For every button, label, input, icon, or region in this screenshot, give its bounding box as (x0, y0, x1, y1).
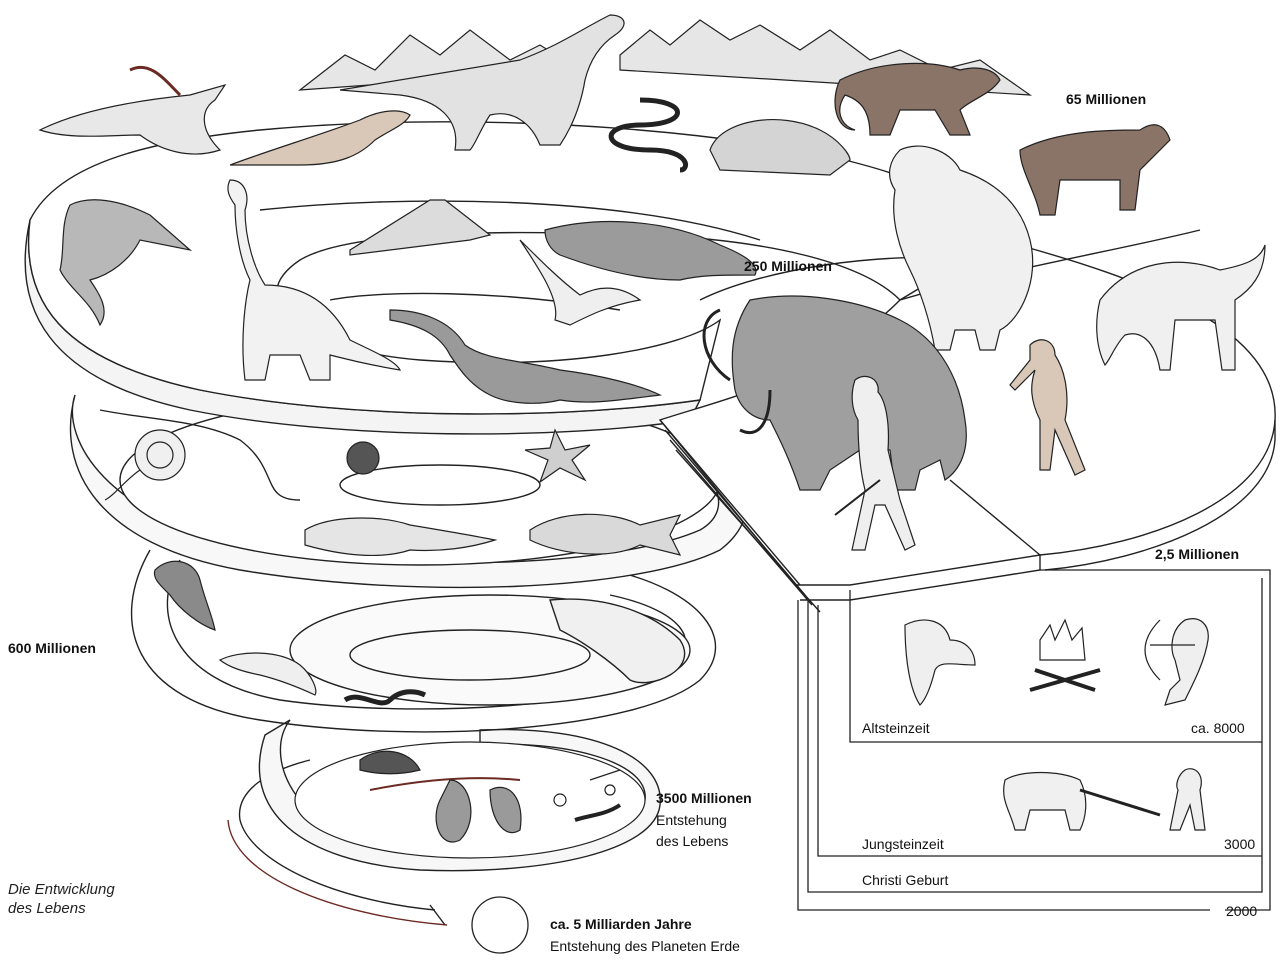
trilobite-icon (154, 561, 215, 630)
tortoise-icon (710, 120, 850, 175)
archaeopteryx-icon (40, 67, 225, 154)
label-planet-entstehung: Entstehung des Planeten Erde (550, 938, 740, 954)
label-entstehung: Entstehung (656, 812, 727, 828)
label-600-millionen: 600 Millionen (8, 640, 96, 656)
label-christi-geburt: Christi Geburt (862, 872, 948, 888)
hand-axe-icon (905, 620, 975, 705)
archer-icon (1145, 619, 1208, 705)
label-jungsteinzeit: Jungsteinzeit (862, 836, 944, 852)
label-2-5-millionen: 2,5 Millionen (1155, 546, 1239, 562)
caption-line1: Die Entwicklung (8, 880, 115, 899)
sea-urchin-icon (347, 442, 379, 474)
planet-icon (472, 897, 528, 953)
fire-icon (1030, 620, 1100, 690)
label-65-millionen: 65 Millionen (1066, 91, 1146, 107)
label-des-lebens: des Lebens (656, 833, 728, 849)
caption: Die Entwicklung des Lebens (8, 880, 115, 918)
label-2000: 2000 (1226, 903, 1257, 919)
fish-icon (530, 514, 680, 555)
primate-icon (835, 63, 1000, 135)
label-3500-millionen: 3500 Millionen (656, 790, 752, 806)
plough-icon (1004, 769, 1205, 830)
label-planet-age: ca. 5 Milliarden Jahre (550, 916, 692, 932)
label-3000: 3000 (1224, 836, 1255, 852)
caption-line2: des Lebens (8, 899, 115, 918)
label-ca-8000: ca. 8000 (1191, 720, 1245, 736)
label-altsteinzeit: Altsteinzeit (862, 720, 930, 736)
label-250-millionen: 250 Millionen (744, 258, 832, 274)
